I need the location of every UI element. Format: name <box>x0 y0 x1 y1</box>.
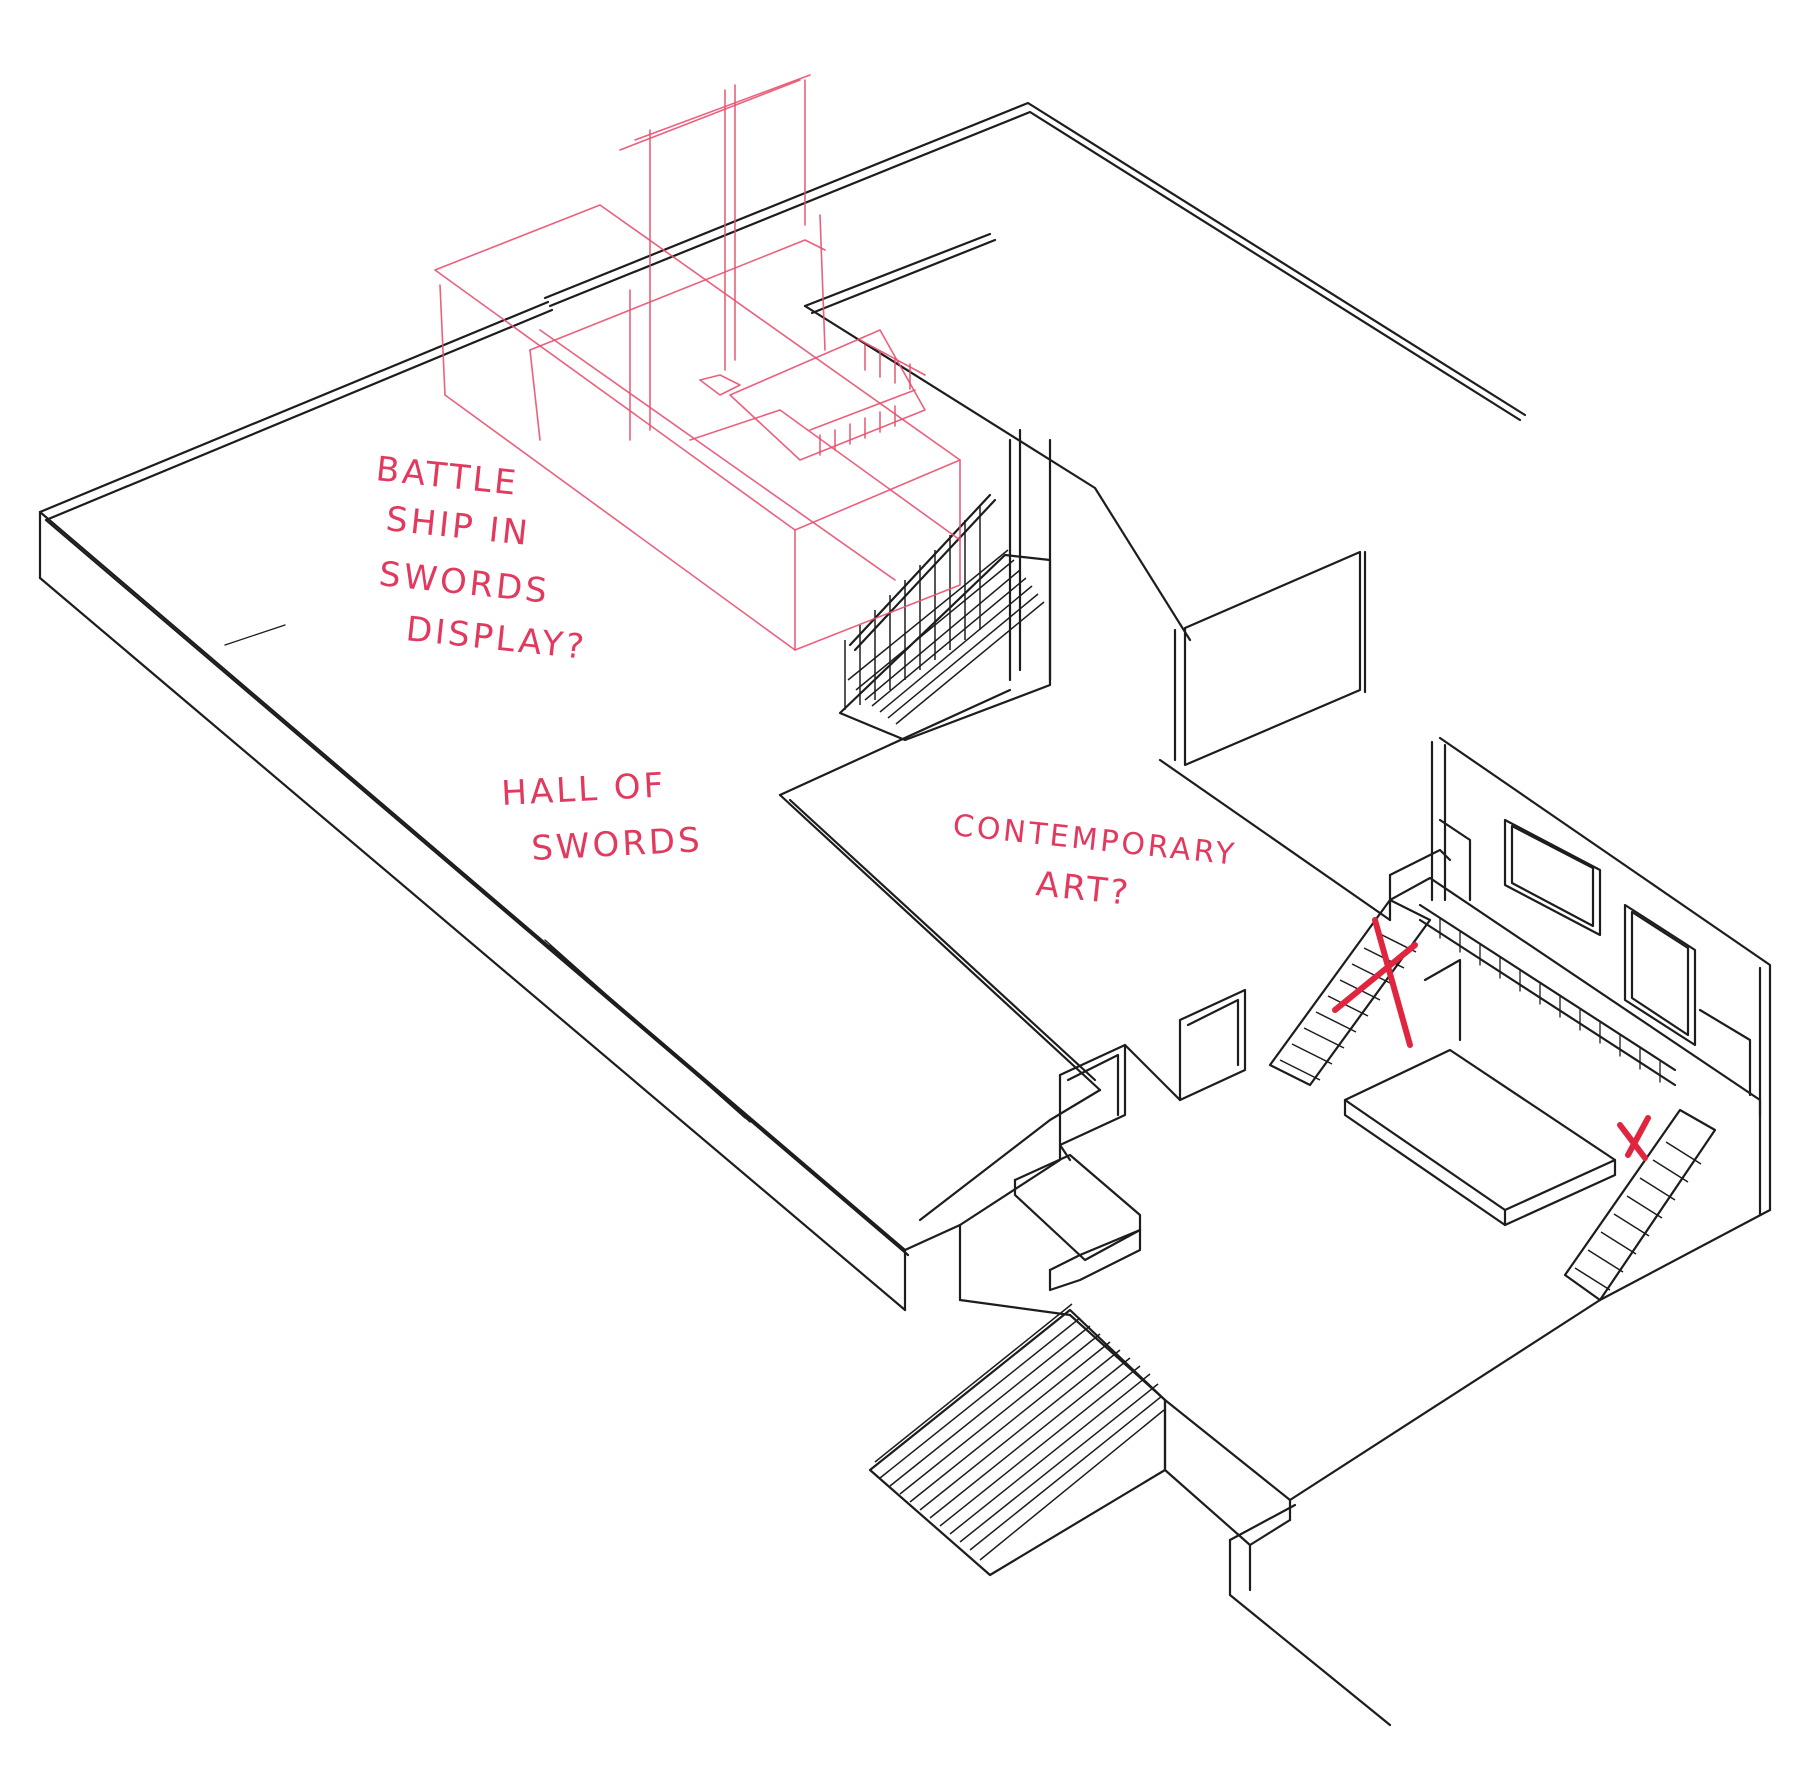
battleship-label-line4: DISPLAY? <box>404 609 589 668</box>
cross-mark-left-stair <box>1332 942 1418 1013</box>
raised-platform <box>1343 1048 1617 1227</box>
partition-wall <box>1173 550 1367 767</box>
annotations: BATTLE SHIP IN SWORDS DISPLAY? HALL OF S… <box>374 449 1238 914</box>
lower-doors <box>1058 958 1462 1162</box>
cross-marks <box>1332 917 1651 1161</box>
hall-label-line1: HALL OF <box>500 765 667 814</box>
left-mezzanine-stair <box>1268 898 1432 1087</box>
battleship-label-line1: BATTLE <box>374 449 521 504</box>
upper-back-outline <box>543 101 1527 642</box>
battleship-label-line2: SHIP IN <box>384 499 532 554</box>
entrance-stair <box>868 1303 1167 1577</box>
mezzanine-balcony <box>1388 876 1762 1117</box>
battleship-label-line3: SWORDS <box>377 554 552 612</box>
lower-foyer <box>903 1143 1602 1727</box>
right-mezzanine-stair <box>1563 1108 1772 1302</box>
battleship-display-massing <box>434 74 961 651</box>
hall-label-line2: SWORDS <box>530 820 703 869</box>
gallery-back-wall <box>1388 736 1772 1217</box>
contemporary-label-line2: ART? <box>1034 864 1133 914</box>
upper-stair <box>838 428 1052 742</box>
hall-floor-slab <box>38 300 910 1312</box>
contemporary-area-outline <box>778 688 1392 1222</box>
contemporary-label-line1: CONTEMPORARY <box>951 808 1238 873</box>
